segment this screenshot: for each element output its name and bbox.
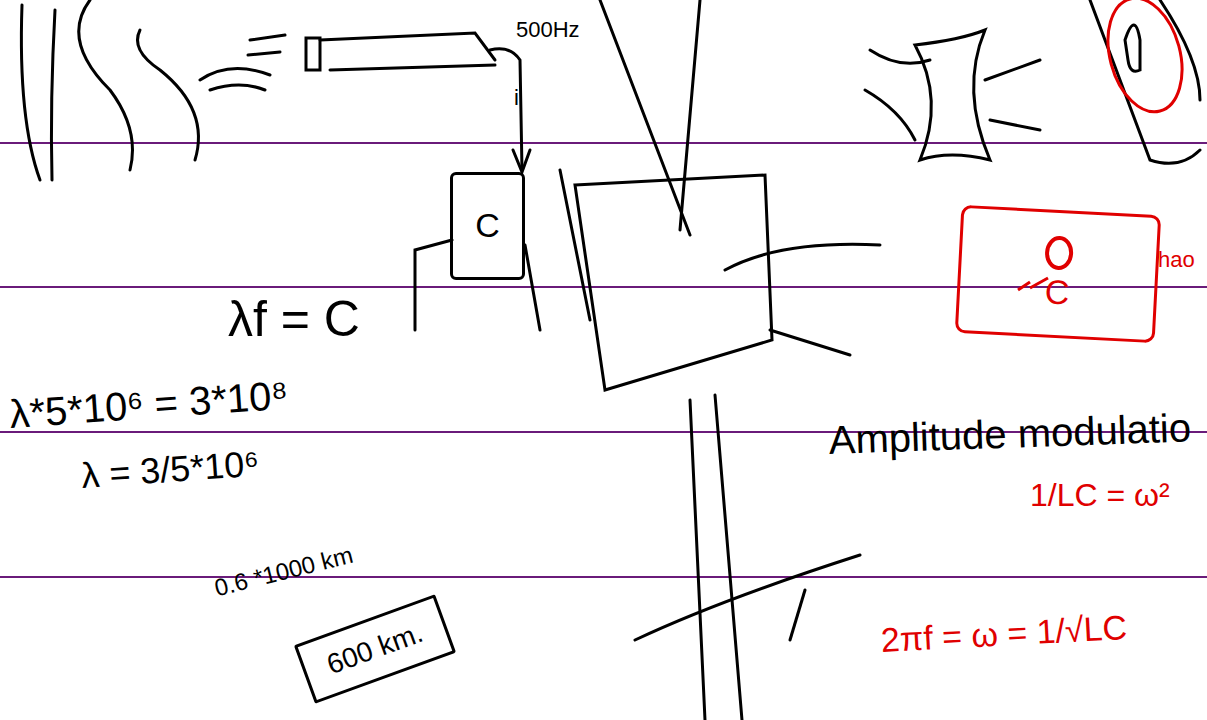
- handwritten-note: 500Hz: [516, 18, 580, 42]
- box-text: C: [1044, 274, 1070, 313]
- handwritten-note: Amplitude modulatio: [828, 405, 1192, 462]
- handwritten-note: λ = 3/5*10⁶: [80, 444, 260, 496]
- handwritten-note: λf = C: [228, 292, 360, 347]
- ruled-lines: [0, 143, 1207, 577]
- handwritten-note: 1/LC = ω²: [1030, 478, 1170, 513]
- handwritten-note: λ*5*10⁶ = 3*10⁸: [8, 373, 289, 436]
- handwritten-note: hao: [1158, 248, 1195, 272]
- handwritten-note: 0.6 *1000 km: [212, 542, 356, 602]
- sketch-box: C: [955, 205, 1161, 343]
- box-text: 600 km.: [323, 617, 427, 680]
- sketch-box: 600 km.: [294, 594, 456, 704]
- red-ink: [1018, 0, 1194, 290]
- handwritten-note: 2πf = ω = 1/√LC: [880, 609, 1128, 659]
- sketch-box: C: [450, 172, 525, 280]
- box-text: C: [475, 207, 500, 244]
- handwritten-note: i: [514, 86, 519, 110]
- ink-sketch: [21, 0, 1200, 720]
- red-circle: [1044, 236, 1074, 271]
